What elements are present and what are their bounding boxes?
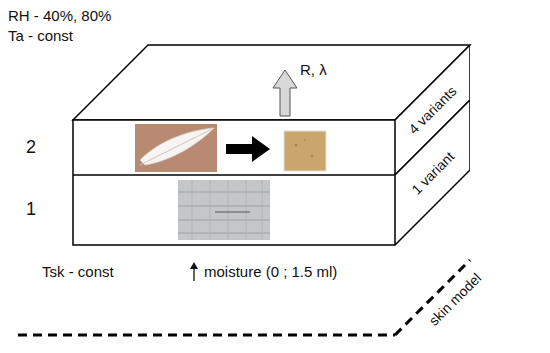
fabric-picture bbox=[178, 180, 270, 240]
flux-label: R, λ bbox=[300, 62, 327, 79]
layer-divider bbox=[73, 174, 395, 176]
air-temp-note: Ta - const bbox=[8, 28, 73, 45]
front-face bbox=[73, 120, 395, 245]
moisture-note: moisture (0 ; 1.5 ml) bbox=[204, 264, 337, 281]
lower-layer-side: 1 variant bbox=[395, 100, 470, 245]
humidity-note: RH - 40%, 80% bbox=[8, 8, 111, 25]
layer-number: 1 bbox=[26, 200, 36, 220]
skin-model-label: skin model bbox=[426, 271, 484, 329]
text-holder: 1 variant bbox=[395, 100, 470, 245]
flux-arrow bbox=[273, 70, 297, 116]
feather-picture bbox=[135, 124, 217, 172]
variant-count: 1 variant bbox=[408, 148, 457, 197]
powder-picture bbox=[284, 131, 326, 171]
skin-temp-note: Tsk - const bbox=[42, 264, 114, 281]
skin-model-edge bbox=[18, 334, 395, 337]
transform-arrow bbox=[226, 136, 270, 162]
layer-number: 2 bbox=[26, 138, 36, 158]
moisture-arrow bbox=[190, 262, 198, 281]
